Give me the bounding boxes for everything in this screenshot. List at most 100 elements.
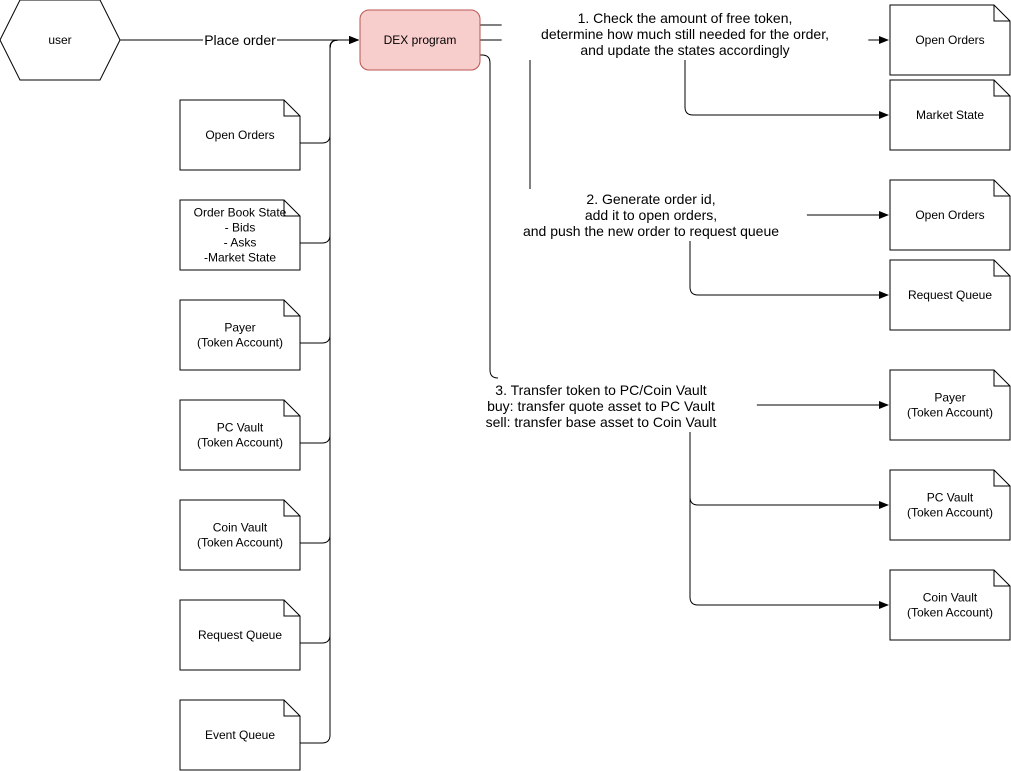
input-node-payer-edge bbox=[300, 36, 359, 344]
step-3-target-payer-fold bbox=[993, 370, 1010, 387]
step-3-target-coin-vault-shape bbox=[889, 569, 1011, 641]
input-node-event-queue-edge bbox=[300, 36, 359, 744]
step-3-label-line: sell: transfer base asset to Coin Vault bbox=[486, 414, 717, 430]
input-node-payer[interactable]: Payer(Token Account) bbox=[179, 299, 301, 371]
input-node-event-queue-label: Event Queue bbox=[205, 728, 275, 742]
step-2-target-request-queue-label: Request Queue bbox=[908, 288, 992, 302]
user-label: user bbox=[48, 33, 71, 47]
input-node-order-book-state-label-line: - Asks bbox=[224, 236, 257, 250]
input-node-pc-vault-edge bbox=[300, 36, 359, 444]
input-node-order-book-state-label: Order Book State- Bids- Asks-Market Stat… bbox=[194, 206, 287, 265]
input-node-coin-vault-shape bbox=[179, 499, 301, 571]
step-3-target-payer-label: Payer(Token Account) bbox=[907, 391, 993, 420]
input-node-order-book-state-label-line: -Market State bbox=[204, 251, 276, 265]
input-node-event-queue[interactable]: Event Queue bbox=[179, 699, 301, 771]
step-1-label-line: determine how much still needed for the … bbox=[541, 26, 829, 42]
step-3-target-pc-vault-shape bbox=[889, 469, 1011, 541]
input-node-open-orders-fold bbox=[283, 100, 300, 117]
step-2-target-request-queue-shape bbox=[889, 259, 1011, 331]
input-node-order-book-state[interactable]: Order Book State- Bids- Asks-Market Stat… bbox=[179, 199, 301, 271]
input-node-request-queue-label: Request Queue bbox=[198, 628, 282, 642]
input-node-open-orders[interactable]: Open Orders bbox=[179, 99, 301, 171]
step-2-target-request-queue-fold bbox=[993, 260, 1010, 277]
input-node-request-queue-shape bbox=[179, 599, 301, 671]
step-2-target-request-queue[interactable]: Request Queue bbox=[889, 259, 1011, 331]
step-3-target-coin-vault-label: Coin Vault(Token Account) bbox=[907, 591, 993, 620]
input-node-open-orders-label: Open Orders bbox=[205, 128, 274, 142]
input-node-request-queue[interactable]: Request Queue bbox=[179, 599, 301, 671]
step-1-target-market-state-edge bbox=[684, 44, 889, 119]
input-node-payer-label: Payer(Token Account) bbox=[197, 321, 283, 350]
step-3-label-background bbox=[445, 380, 757, 432]
input-node-coin-vault-label-line: (Token Account) bbox=[197, 536, 283, 550]
place-order-label-background bbox=[203, 31, 277, 49]
step-2-target-request-queue-edge bbox=[689, 225, 889, 299]
input-node-pc-vault-label-line: PC Vault bbox=[217, 421, 264, 435]
step-1-target-open-orders-fold bbox=[993, 5, 1010, 22]
step-2-target-open-orders-shape bbox=[889, 179, 1011, 251]
input-node-order-book-state-edge bbox=[300, 36, 359, 244]
step-2-label-line: 2. Generate order id, bbox=[586, 191, 715, 207]
input-node-payer-shape bbox=[179, 299, 301, 371]
place-order-label: Place order bbox=[204, 32, 276, 48]
step-2-label-line: and push the new order to request queue bbox=[523, 223, 779, 239]
user-node[interactable]: user bbox=[0, 0, 121, 81]
step-3-label-line: 3. Transfer token to PC/Coin Vault bbox=[495, 382, 707, 398]
step-3-target-payer[interactable]: Payer(Token Account) bbox=[889, 369, 1011, 441]
step-3-target-pc-vault-label: PC Vault(Token Account) bbox=[907, 491, 993, 520]
step-1-target-market-state-label-line: Market State bbox=[916, 108, 984, 122]
step-3-target-pc-vault[interactable]: PC Vault(Token Account) bbox=[889, 469, 1011, 541]
step-2-label-line: add it to open orders, bbox=[585, 207, 717, 223]
step-3-target-coin-vault-label-line: (Token Account) bbox=[907, 606, 993, 620]
step-2-target-open-orders-label-line: Open Orders bbox=[915, 208, 984, 222]
input-node-request-queue-fold bbox=[283, 600, 300, 617]
step-1-target-open-orders-label: Open Orders bbox=[915, 33, 984, 47]
step-3-target-payer-label-line: (Token Account) bbox=[907, 406, 993, 420]
step-1-target-open-orders-shape bbox=[889, 4, 1011, 76]
step-3-target-coin-vault-fold bbox=[993, 570, 1010, 587]
step-2-target-open-orders-fold bbox=[993, 180, 1010, 197]
step-3-target-coin-vault[interactable]: Coin Vault(Token Account) bbox=[889, 569, 1011, 641]
step-1-target-market-state[interactable]: Market State bbox=[889, 79, 1011, 151]
dex-program-node[interactable]: DEX program bbox=[359, 9, 481, 71]
step-1-target-open-orders-label-line: Open Orders bbox=[915, 33, 984, 47]
input-node-coin-vault-edge bbox=[300, 36, 359, 544]
input-node-order-book-state-label-line: Order Book State bbox=[194, 206, 287, 220]
dex-program-label: DEX program bbox=[384, 33, 457, 47]
place-order-label-group: Place order bbox=[203, 31, 277, 49]
input-node-pc-vault-label-line: (Token Account) bbox=[197, 436, 283, 450]
step-3-target-coin-vault-edge bbox=[689, 416, 889, 609]
input-node-open-orders-label-line: Open Orders bbox=[205, 128, 274, 142]
step-2-label-background bbox=[495, 189, 807, 241]
input-node-payer-fold bbox=[283, 300, 300, 317]
step-2-target-open-orders-label: Open Orders bbox=[915, 208, 984, 222]
user-hexagon bbox=[0, 0, 121, 81]
step-1-target-open-orders[interactable]: Open Orders bbox=[889, 4, 1011, 76]
input-node-order-book-state-label-line: - Bids bbox=[225, 221, 256, 235]
input-node-pc-vault[interactable]: PC Vault(Token Account) bbox=[179, 399, 301, 471]
step-2-target-request-queue-label-line: Request Queue bbox=[908, 288, 992, 302]
input-node-payer-label-line: (Token Account) bbox=[197, 336, 283, 350]
input-node-pc-vault-shape bbox=[179, 399, 301, 471]
input-node-coin-vault[interactable]: Coin Vault(Token Account) bbox=[179, 499, 301, 571]
step-1-label-background bbox=[501, 8, 869, 60]
step-3-target-pc-vault-label-line: (Token Account) bbox=[907, 506, 993, 520]
input-node-order-book-state-shape bbox=[179, 199, 301, 271]
input-node-payer-label-line: Payer bbox=[224, 321, 255, 335]
input-node-event-queue-label-line: Event Queue bbox=[205, 728, 275, 742]
step-1-target-market-state-label: Market State bbox=[916, 108, 984, 122]
input-node-request-queue-edge bbox=[300, 36, 359, 644]
dex-program-box bbox=[359, 9, 481, 71]
input-node-coin-vault-label: Coin Vault(Token Account) bbox=[197, 521, 283, 550]
input-node-open-orders-edge bbox=[300, 36, 359, 144]
input-node-event-queue-fold bbox=[283, 700, 300, 717]
input-node-pc-vault-label: PC Vault(Token Account) bbox=[197, 421, 283, 450]
step-3-target-coin-vault-label-line: Coin Vault bbox=[923, 591, 978, 605]
step-3-target-pc-vault-label-line: PC Vault bbox=[927, 491, 974, 505]
step-3-connector bbox=[480, 54, 499, 379]
step-2-target-open-orders[interactable]: Open Orders bbox=[889, 179, 1011, 251]
